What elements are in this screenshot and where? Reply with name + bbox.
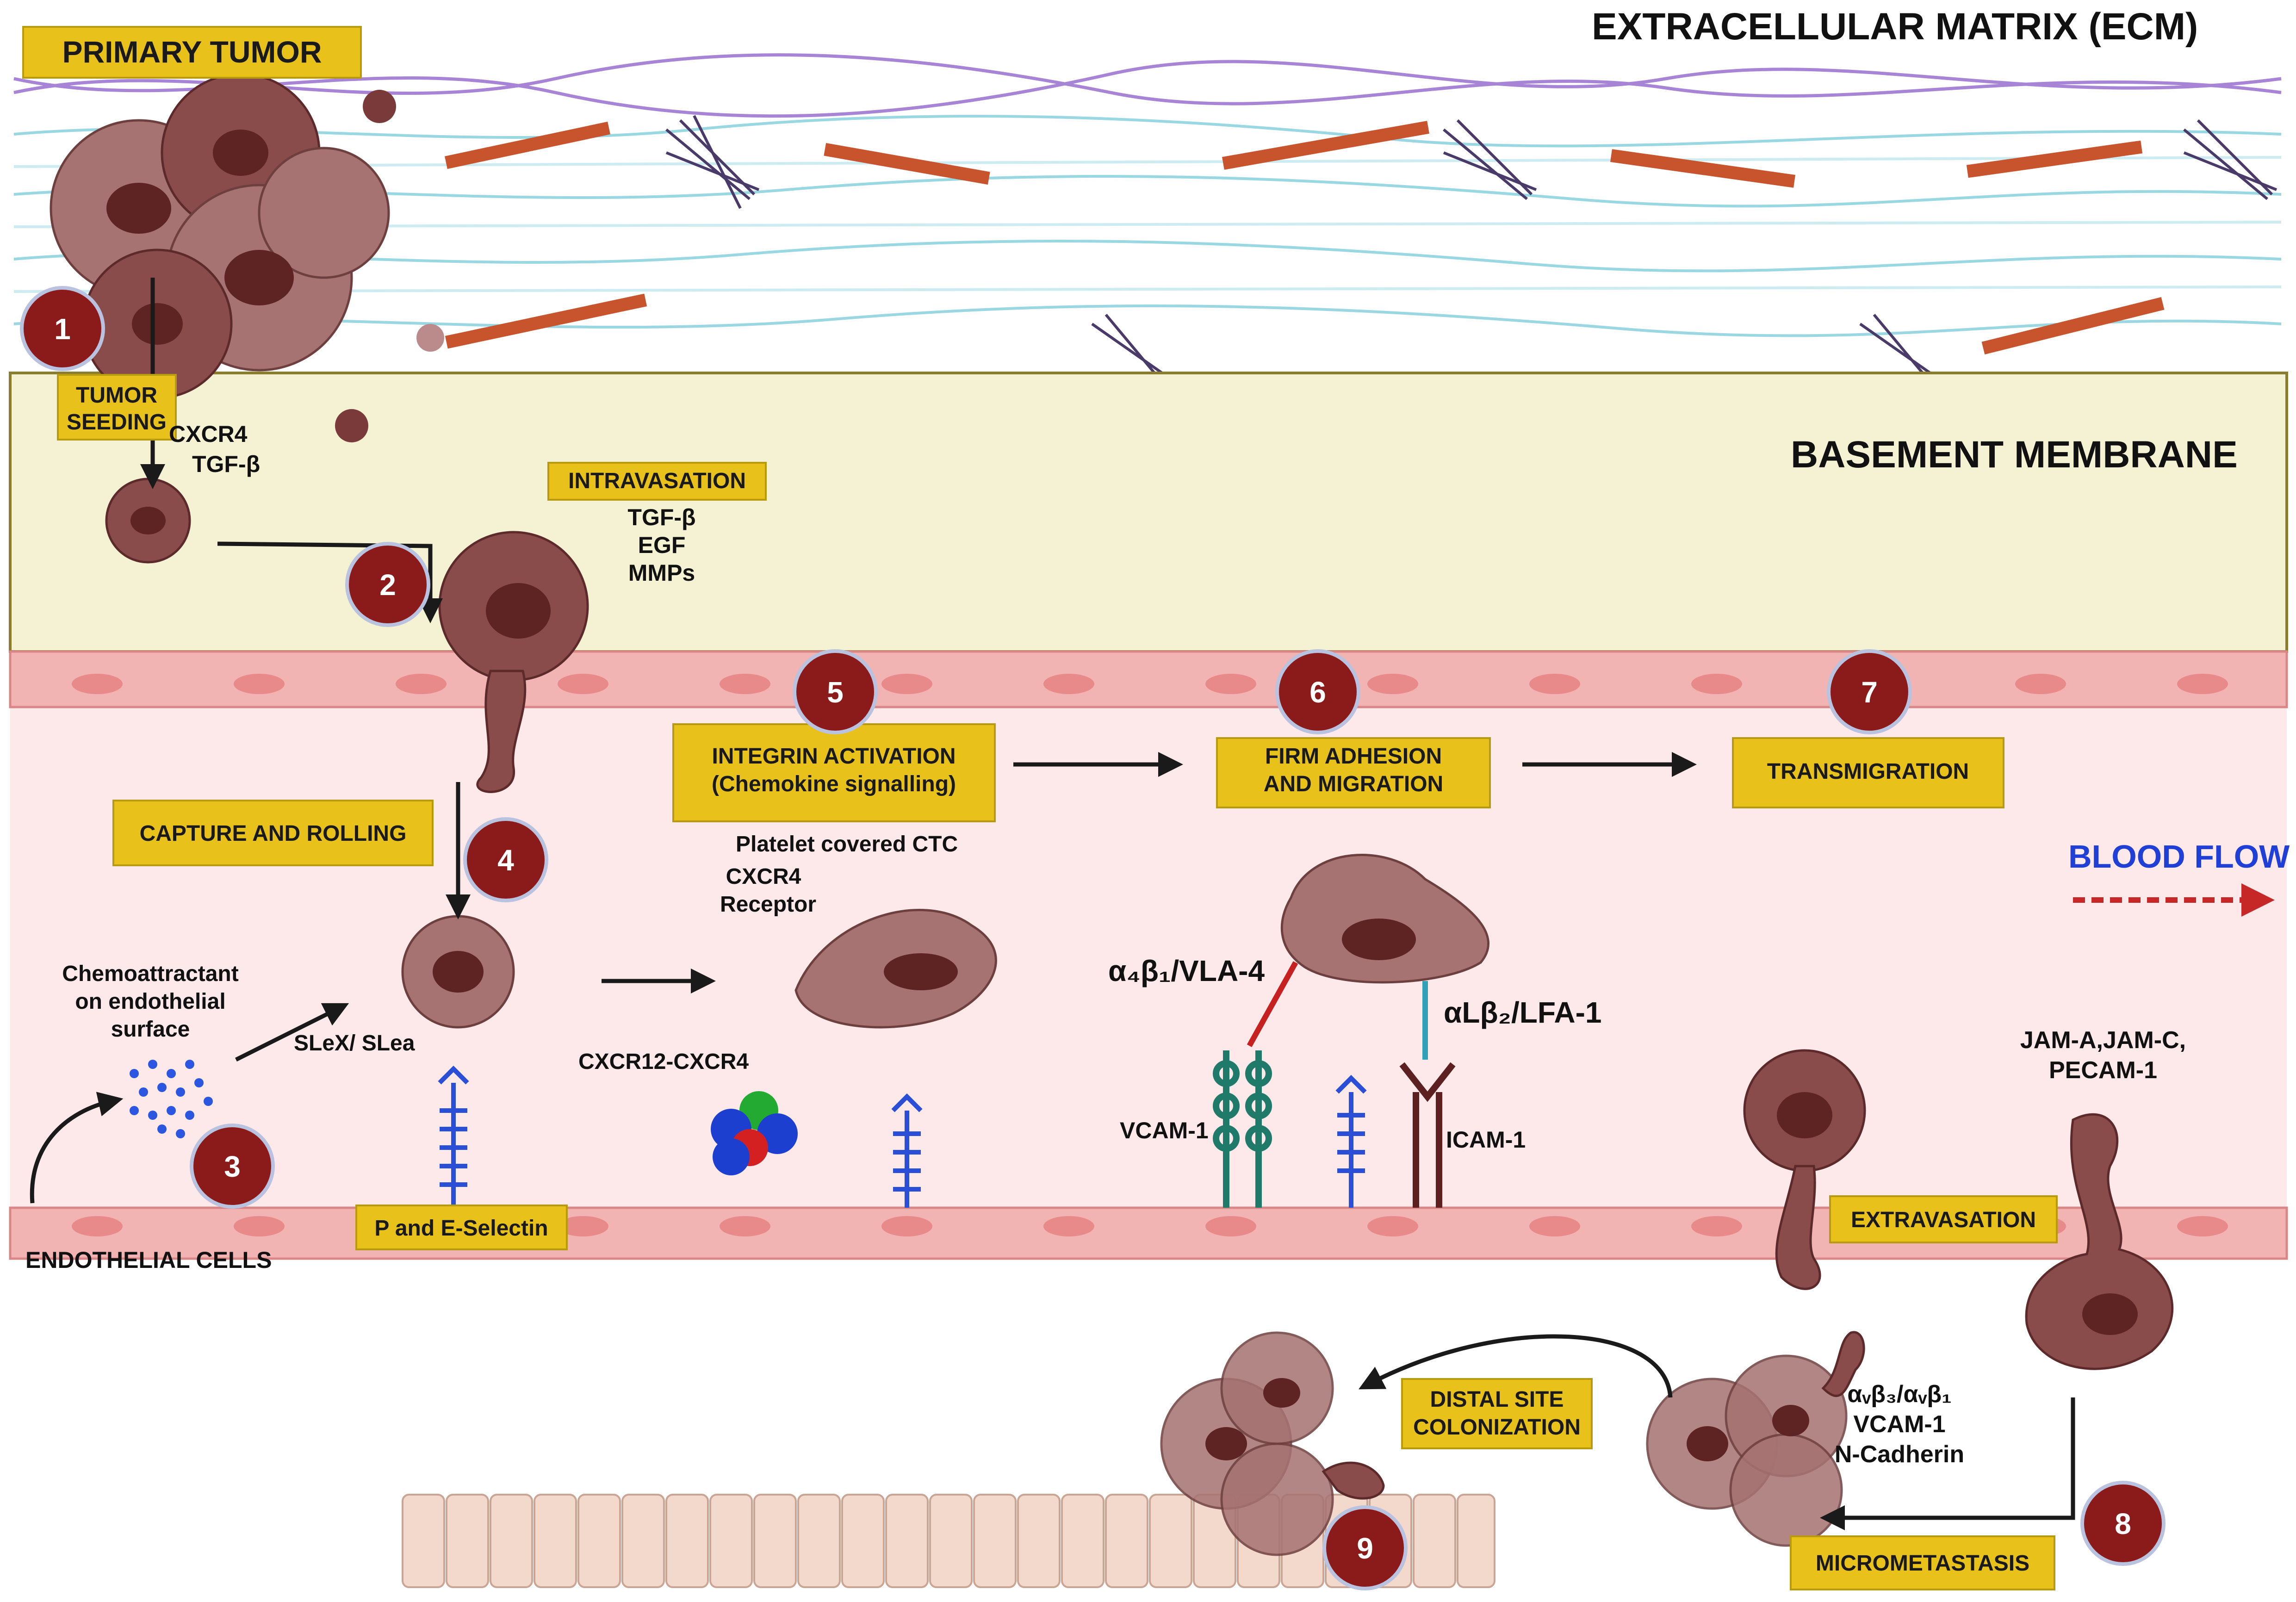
- svg-text:TGF-β: TGF-β: [627, 504, 695, 530]
- svg-text:TUMOR: TUMOR: [76, 383, 157, 408]
- step-1-box: TUMOR SEEDING: [57, 374, 177, 441]
- chemoattractant-label: Chemoattractant on endothelial surface: [62, 962, 238, 1042]
- intravasating-cell: [438, 531, 589, 793]
- cxcr12-cxcr4-label: CXCR12-CXCR4: [578, 1049, 749, 1074]
- cxcr4-tgf-label: CXCR4 TGF-β: [169, 421, 260, 477]
- micrometastasis-cluster: [1646, 1331, 1865, 1547]
- primary-tumor-cluster: [50, 73, 444, 442]
- step-9-badge: 9: [1322, 1505, 1408, 1590]
- ecm-fibrils: [445, 121, 2165, 354]
- vcam1-label: VCAM-1: [1120, 1118, 1209, 1143]
- svg-text:6: 6: [1309, 676, 1326, 709]
- svg-text:N-Cadherin: N-Cadherin: [1835, 1441, 1964, 1468]
- jam-pecam-label: JAM-A,JAM-C, PECAM-1: [2020, 1027, 2186, 1084]
- basement-membrane-title: BASEMENT MEMBRANE: [1791, 434, 2238, 476]
- svg-text:EGF: EGF: [638, 532, 686, 558]
- slex-label: SLeX/ SLea: [294, 1031, 415, 1056]
- svg-text:COLONIZATION: COLONIZATION: [1413, 1415, 1581, 1440]
- icam1-label: ICAM-1: [1446, 1127, 1526, 1153]
- step-4-box: CAPTURE AND ROLLING: [112, 800, 434, 866]
- svg-text:CXCR4: CXCR4: [726, 864, 801, 889]
- svg-text:SEEDING: SEEDING: [67, 410, 167, 435]
- flow-arrows: [30, 278, 2075, 1530]
- transmigrating-cell: [1743, 1049, 1866, 1290]
- svg-text:TGF-β: TGF-β: [192, 451, 260, 477]
- svg-text:MMPs: MMPs: [628, 560, 695, 586]
- primary-tumor-label: PRIMARY TUMOR: [62, 35, 322, 69]
- step-1-badge: 1: [20, 286, 105, 371]
- rolling-cell: [401, 915, 515, 1029]
- endothelium-top: [9, 650, 2288, 708]
- svg-text:on endothelial: on endothelial: [75, 989, 225, 1014]
- primary-tumor-box: [22, 26, 362, 79]
- selectin-receptor-2: [891, 1093, 923, 1208]
- svg-text:DISTAL SITE: DISTAL SITE: [1430, 1387, 1564, 1412]
- svg-text:TRANSMIGRATION: TRANSMIGRATION: [1767, 759, 1969, 784]
- svg-text:AND MIGRATION: AND MIGRATION: [1264, 772, 1443, 796]
- step-9-box: DISTAL SITE COLONIZATION: [1401, 1378, 1593, 1449]
- extravasating-cell: [2025, 1113, 2174, 1370]
- micrometastasis-markers: αᵥβ₃/αᵥβ₁ VCAM-1 N-Cadherin: [1835, 1381, 1964, 1468]
- ecm-title: EXTRACELLULAR MATRIX (ECM): [1592, 6, 2198, 48]
- chemoattractant-dots: [130, 1060, 213, 1138]
- svg-text:8: 8: [2115, 1507, 2131, 1540]
- svg-text:7: 7: [1861, 676, 1878, 709]
- step-8-box: MICROMETASTASIS: [1790, 1535, 2055, 1590]
- platelet-covered-ctc: [711, 909, 997, 1175]
- step-4-badge: 4: [463, 817, 548, 902]
- extravasation-box: EXTRAVASATION: [1829, 1195, 2058, 1243]
- svg-text:CXCR4: CXCR4: [169, 421, 248, 447]
- svg-text:MICROMETASTASIS: MICROMETASTASIS: [1816, 1551, 2029, 1576]
- svg-text:PECAM-1: PECAM-1: [2049, 1057, 2157, 1084]
- svg-text:2: 2: [379, 568, 396, 602]
- selectin-box: P and E-Selectin: [355, 1205, 568, 1250]
- icam1-receptor: [1399, 1062, 1456, 1208]
- svg-text:3: 3: [224, 1150, 241, 1183]
- svg-text:Chemoattractant: Chemoattractant: [62, 962, 238, 986]
- vla4-label: α₄β₁/VLA-4: [1108, 954, 1265, 987]
- vla4-integrin: [1247, 961, 1298, 1047]
- svg-text:4: 4: [497, 844, 514, 877]
- svg-text:1: 1: [54, 312, 71, 346]
- step-7-box: TRANSMIGRATION: [1732, 737, 2004, 808]
- svg-text:Receptor: Receptor: [720, 892, 816, 917]
- step-2-badge: 2: [345, 542, 430, 627]
- step-5-box: INTEGRIN ACTIVATION (Chemokine signallin…: [672, 723, 996, 822]
- step-5-badge: 5: [793, 649, 878, 734]
- platelet-ctc-label: Platelet covered CTC: [736, 832, 958, 857]
- svg-text:FIRM ADHESION: FIRM ADHESION: [1265, 744, 1442, 769]
- svg-text:INTRAVASATION: INTRAVASATION: [568, 469, 746, 493]
- svg-text:CAPTURE AND ROLLING: CAPTURE AND ROLLING: [140, 821, 407, 846]
- svg-text:EXTRAVASATION: EXTRAVASATION: [1851, 1208, 2036, 1232]
- step-8-badge: 8: [2080, 1481, 2166, 1566]
- svg-text:(Chemokine signalling): (Chemokine signalling): [712, 772, 956, 796]
- selectin-receptor-3: [1335, 1074, 1367, 1208]
- svg-text:INTEGRIN ACTIVATION: INTEGRIN ACTIVATION: [712, 744, 956, 769]
- step-2-box: INTRAVASATION: [547, 462, 767, 501]
- colonizing-cluster: [1160, 1331, 1385, 1556]
- selectin-receptor: [438, 1065, 469, 1208]
- adhesion-cell: [1280, 854, 1490, 984]
- vcam1-receptor: [1213, 1050, 1272, 1208]
- svg-text:VCAM-1: VCAM-1: [1853, 1411, 1945, 1438]
- endothelial-cells-label: ENDOTHELIAL CELLS: [25, 1247, 272, 1273]
- cxcr4-receptor-label: CXCR4 Receptor: [720, 864, 816, 917]
- seeded-tumor-cell: [105, 478, 191, 564]
- intravasation-factors: TGF-β EGF MMPs: [627, 504, 695, 586]
- step-7-badge: 7: [1827, 649, 1912, 734]
- step-3-badge: 3: [190, 1124, 275, 1209]
- svg-text:5: 5: [827, 676, 844, 709]
- svg-text:αᵥβ₃/αᵥβ₁: αᵥβ₃/αᵥβ₁: [1847, 1381, 1951, 1408]
- svg-text:surface: surface: [111, 1017, 190, 1042]
- svg-text:P and E-Selectin: P and E-Selectin: [374, 1216, 548, 1241]
- step-6-box: FIRM ADHESION AND MIGRATION: [1216, 737, 1491, 808]
- svg-text:9: 9: [1357, 1532, 1373, 1565]
- svg-text:JAM-A,JAM-C,: JAM-A,JAM-C,: [2020, 1027, 2186, 1054]
- lfa1-label: αLβ₂/LFA-1: [1444, 996, 1602, 1029]
- step-6-badge: 6: [1275, 649, 1360, 734]
- blood-flow-title: BLOOD FLOW: [2068, 838, 2290, 875]
